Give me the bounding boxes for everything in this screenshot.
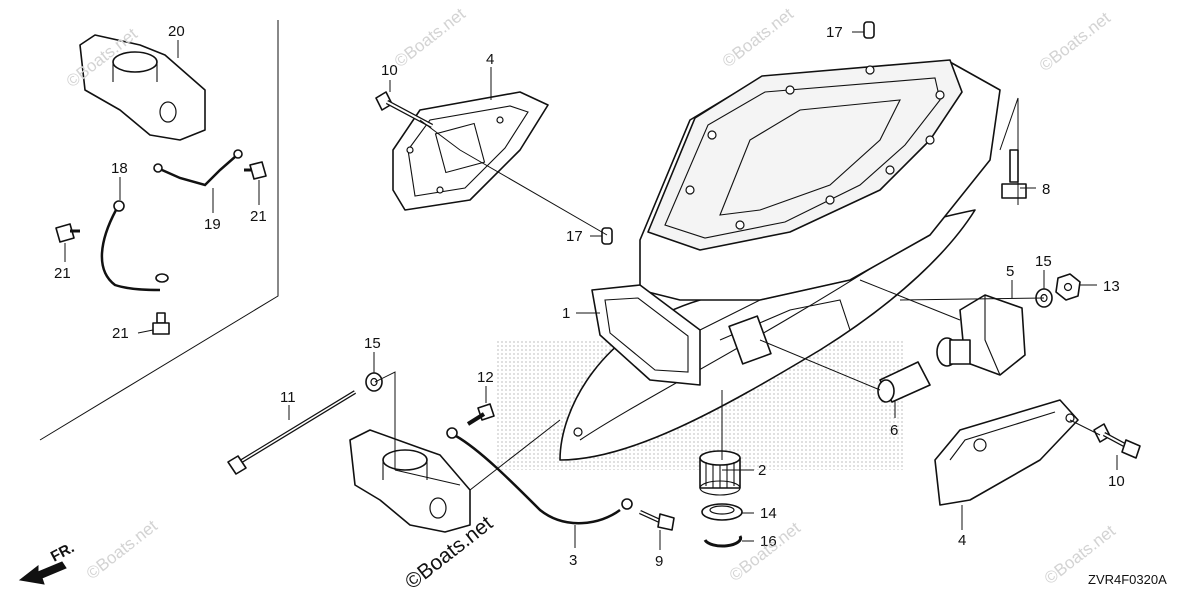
callout-6: 6 bbox=[890, 422, 898, 439]
bracket-part-20[interactable] bbox=[79, 34, 206, 141]
dowel-pin-part-17-mid[interactable] bbox=[601, 227, 613, 245]
callout-17-top: 17 bbox=[826, 24, 843, 41]
watermark-4: ©Boats.net bbox=[1036, 8, 1114, 75]
callout-19: 19 bbox=[204, 216, 221, 233]
watermark-6: ©Boats.net bbox=[726, 518, 804, 585]
washer-part-15-left-hole bbox=[370, 377, 378, 387]
callout-3: 3 bbox=[569, 552, 577, 569]
callout-8: 8 bbox=[1042, 181, 1050, 198]
long-bolt-part-11[interactable] bbox=[227, 390, 357, 475]
watermark-5: ©Boats.net bbox=[83, 516, 161, 583]
cover-plate-part-4-top[interactable] bbox=[392, 91, 549, 211]
callout-21-c: 21 bbox=[112, 325, 129, 342]
extension-case-part-1[interactable] bbox=[559, 59, 1001, 461]
callout-9: 9 bbox=[655, 553, 663, 570]
callout-13: 13 bbox=[1103, 278, 1120, 295]
bolt-part-21-a[interactable] bbox=[244, 161, 267, 180]
bolt-part-8[interactable] bbox=[1001, 149, 1027, 199]
front-arrow-icon bbox=[18, 561, 67, 585]
callout-10-bottom: 10 bbox=[1108, 473, 1125, 490]
cover-plate-part-4-bottom[interactable] bbox=[934, 399, 1079, 506]
callout-15-right: 15 bbox=[1035, 253, 1052, 270]
callout-4-top: 4 bbox=[486, 51, 494, 68]
callout-21-b: 21 bbox=[54, 265, 71, 282]
bolt-part-21-c[interactable] bbox=[152, 312, 170, 335]
leader-lines bbox=[64, 31, 1118, 550]
callout-10-top: 10 bbox=[381, 62, 398, 79]
callout-17-mid: 17 bbox=[566, 228, 583, 245]
mount-rubber-part-5[interactable] bbox=[936, 294, 1026, 376]
diagram-code: ZVR4F0320A bbox=[1088, 572, 1167, 587]
callout-1: 1 bbox=[562, 305, 570, 322]
callout-16: 16 bbox=[760, 533, 777, 550]
callout-21-a: 21 bbox=[250, 208, 267, 225]
callout-4-bottom: 4 bbox=[958, 532, 966, 549]
callout-14: 14 bbox=[760, 505, 777, 522]
nut-part-13[interactable] bbox=[1055, 273, 1081, 301]
front-direction-label: FR. bbox=[48, 539, 77, 565]
bolt-part-21-b[interactable] bbox=[55, 223, 80, 243]
washer-part-14[interactable] bbox=[701, 503, 743, 521]
bolt-part-9[interactable] bbox=[639, 509, 675, 531]
callout-labels: 1 2 3 4 4 5 6 8 9 10 10 11 12 13 14 15 1… bbox=[54, 23, 1125, 570]
inset-border bbox=[39, 20, 279, 441]
ground-wire-part-3[interactable] bbox=[446, 427, 633, 525]
collar-part-6[interactable] bbox=[877, 361, 931, 403]
callout-20: 20 bbox=[168, 23, 185, 40]
bolt-part-10-bottom[interactable] bbox=[1093, 423, 1141, 459]
ground-wire-part-19[interactable] bbox=[153, 149, 243, 187]
dowel-pin-part-17-top[interactable] bbox=[863, 21, 875, 39]
callout-12: 12 bbox=[477, 369, 494, 386]
front-direction-indicator: FR. bbox=[18, 539, 77, 585]
bolt-part-10-top[interactable] bbox=[375, 91, 434, 128]
callout-2: 2 bbox=[758, 462, 766, 479]
circlip-part-16[interactable] bbox=[703, 535, 743, 548]
bracket-lower[interactable] bbox=[349, 429, 471, 533]
bearing-part-2[interactable] bbox=[699, 450, 741, 496]
watermark-3: ©Boats.net bbox=[719, 4, 797, 71]
watermark-2: ©Boats.net bbox=[391, 4, 469, 71]
callout-15-left: 15 bbox=[364, 335, 381, 352]
ground-wire-part-18[interactable] bbox=[100, 200, 169, 292]
callout-11: 11 bbox=[280, 389, 296, 406]
callout-5: 5 bbox=[1006, 263, 1014, 280]
bolt-part-12[interactable] bbox=[466, 403, 495, 426]
callout-18: 18 bbox=[111, 160, 128, 177]
